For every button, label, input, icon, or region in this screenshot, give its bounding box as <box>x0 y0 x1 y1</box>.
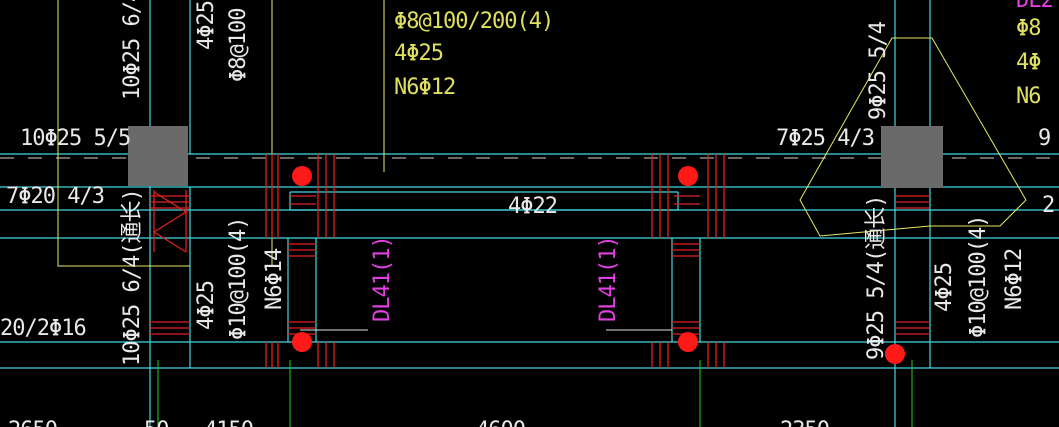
left-vert-label-4: N6Φ14 <box>262 248 287 310</box>
top-left-stirrup-label: Φ8@100 <box>226 8 251 82</box>
beam-top-bars-label: 4Φ25 <box>394 41 444 66</box>
column-right <box>881 126 943 188</box>
bottom-dim-1: 2650 <box>8 420 58 427</box>
dimension-lines <box>157 360 913 427</box>
mid-bars-label: 4Φ22 <box>508 194 558 219</box>
bottom-dim-4: 4600 <box>476 420 526 427</box>
right-top-label-4: N6 <box>1016 84 1041 109</box>
right-top-label-3: 4Φ <box>1016 50 1041 75</box>
right-top-label-2: Φ8 <box>1016 16 1041 41</box>
beam-name-label-1: DL41(1) <box>370 236 395 322</box>
left-vert-label-3: Φ10@100(4) <box>226 217 251 340</box>
right-top-label-1: DL2 <box>1016 0 1054 13</box>
rebar-points <box>292 166 905 364</box>
left-bottom-row-label: 20/2Φ16 <box>0 316 87 341</box>
left-mid-row-label: 7Φ20 4/3 <box>6 184 105 209</box>
beam-stirrup-label: Φ8@100/200(4) <box>394 9 554 34</box>
column-left <box>128 126 188 186</box>
right-top-row-label: 7Φ25 4/3 <box>776 126 875 151</box>
rebar-marks <box>150 154 930 368</box>
left-vert-label-1: 10Φ25 6/4(通长) <box>120 189 145 366</box>
beam-name-label-2: DL41(1) <box>596 236 621 322</box>
right-vert-label-3: Φ10@100(4) <box>966 215 991 338</box>
top-left-bars-label: 10Φ25 6/4 <box>120 0 145 100</box>
top-left-count-label: 4Φ25 <box>194 1 219 50</box>
right-vert-top-label: 9Φ25 5/4 <box>866 22 891 120</box>
right-vert-label-4: N6Φ12 <box>1002 248 1027 310</box>
bottom-dim-2: 50 <box>144 420 169 427</box>
beam-side-bars-label: N6Φ12 <box>394 75 456 100</box>
left-vert-label-2: 4Φ25 <box>194 281 219 330</box>
right-edge-top-label: 9 <box>1038 126 1051 151</box>
bottom-dim-3: 4150 <box>204 420 254 427</box>
right-edge-mid-label: 2 <box>1042 193 1055 218</box>
left-top-row-label: 10Φ25 5/5 <box>20 126 131 151</box>
right-vert-label-1: 9Φ25 5/4(通长) <box>864 195 889 360</box>
bottom-dim-5: 2350 <box>780 420 830 427</box>
right-vert-label-2: 4Φ25 <box>932 263 957 312</box>
